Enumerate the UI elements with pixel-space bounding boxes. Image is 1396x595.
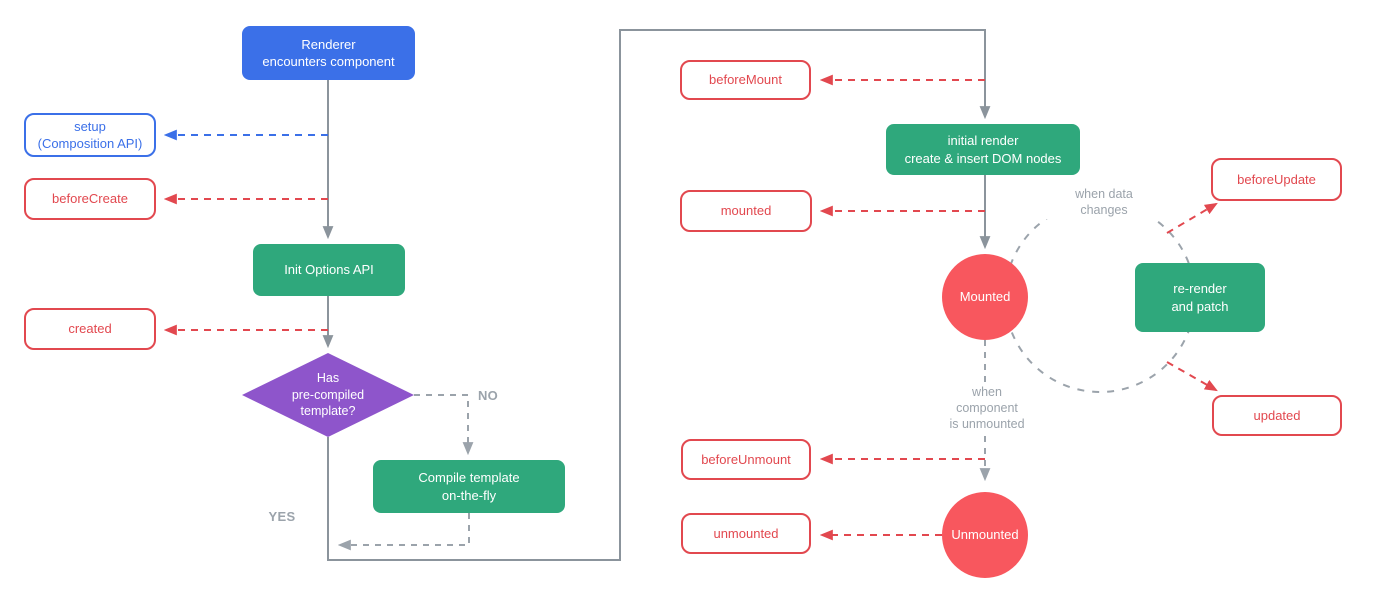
node-compile-template: Compile template on-the-fly <box>373 460 565 513</box>
node-setup-hook: setup (Composition API) <box>24 113 156 157</box>
label-yes: YES <box>268 509 296 524</box>
edge-decision-to-initial-render <box>327 29 991 561</box>
node-beforeUpdate-hook: beforeUpdate <box>1211 158 1342 201</box>
label-no: NO <box>477 388 499 403</box>
node-mounted-state: Mounted <box>942 254 1028 340</box>
node-initial-render: initial render create & insert DOM nodes <box>886 124 1080 175</box>
node-mounted-hook: mounted <box>680 190 812 232</box>
node-unmounted-state: Unmounted <box>942 492 1028 578</box>
edge-no-to-compile <box>414 394 474 456</box>
edge-to-beforeUpdate <box>1166 202 1218 234</box>
node-unmounted-hook: unmounted <box>681 513 811 554</box>
node-updated-hook: updated <box>1212 395 1342 436</box>
node-beforeMount-hook: beforeMount <box>680 60 811 100</box>
node-re-render-patch: re-render and patch <box>1135 263 1265 332</box>
node-renderer: Renderer encounters component <box>242 26 415 80</box>
edge-to-updated <box>1166 361 1218 392</box>
edge-compile-return-yes <box>337 513 470 551</box>
label-when-component-unmounted: when component is unmounted <box>925 383 1049 433</box>
node-beforeUnmount-hook: beforeUnmount <box>681 439 811 480</box>
node-init-options-api: Init Options API <box>253 244 405 296</box>
node-beforeCreate-hook: beforeCreate <box>24 178 156 220</box>
label-when-data-changes: when data changes <box>1042 185 1166 219</box>
node-created-hook: created <box>24 308 156 350</box>
